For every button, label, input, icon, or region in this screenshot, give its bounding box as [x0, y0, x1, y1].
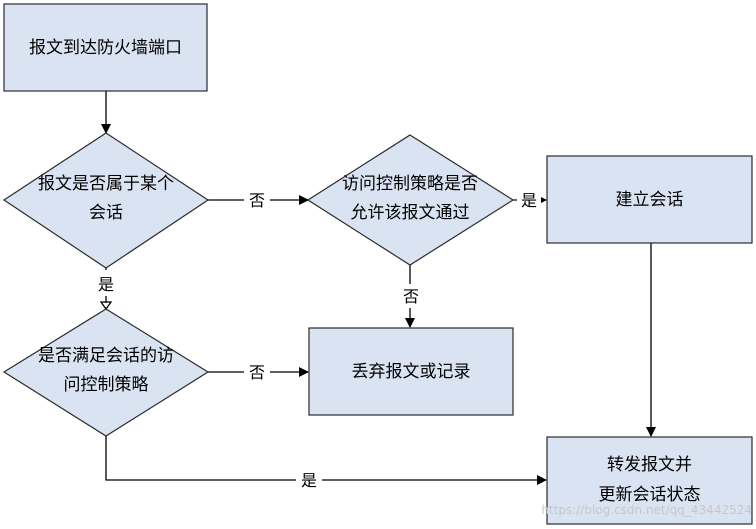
edge-label-acl-no: 否	[403, 287, 419, 306]
edge-label-acl-yes: 是	[521, 191, 537, 210]
decision-meets-policy-line1: 是否满足会话的访	[38, 346, 174, 366]
arrow-session-yes-head	[99, 301, 113, 311]
decision-in-session: 报文是否属于某个 会话	[2, 132, 210, 269]
node-arrive-text: 报文到达防火墙端口	[29, 38, 182, 58]
edge-label-policy-yes: 是	[301, 471, 317, 490]
decision-in-session-line1: 报文是否属于某个	[38, 174, 174, 194]
connectors	[99, 91, 656, 485]
decision-acl-allow-line2: 允许该报文通过	[351, 203, 470, 223]
arrow-policy-yes	[105, 436, 547, 485]
node-establish-session-text: 建立会话	[616, 190, 684, 210]
node-discard: 丢弃报文或记录	[308, 327, 514, 416]
node-forward-line1: 转发报文并	[607, 455, 692, 475]
decision-meets-policy-line2: 问控制策略	[64, 375, 149, 395]
edge-label-session-yes: 是	[98, 275, 114, 294]
node-forward-line2: 更新会话状态	[599, 485, 701, 505]
edge-label-session-no: 否	[249, 191, 265, 210]
decision-acl-allow-line1: 访问控制策略是否	[342, 174, 478, 194]
decision-meets-policy: 是否满足会话的访 问控制策略	[2, 308, 210, 437]
node-establish-session: 建立会话	[546, 155, 753, 244]
node-arrive: 报文到达防火墙端口	[3, 3, 208, 92]
edge-label-policy-no: 否	[249, 363, 265, 382]
watermark: https://blog.csdn.net/qq_43442524	[541, 503, 752, 517]
decision-in-session-line2: 会话	[89, 203, 123, 223]
decision-acl-allow: 访问控制策略是否 允许该报文通过	[306, 134, 515, 266]
node-discard-text: 丢弃报文或记录	[352, 362, 471, 382]
node-forward: 转发报文并 更新会话状态	[546, 436, 753, 525]
